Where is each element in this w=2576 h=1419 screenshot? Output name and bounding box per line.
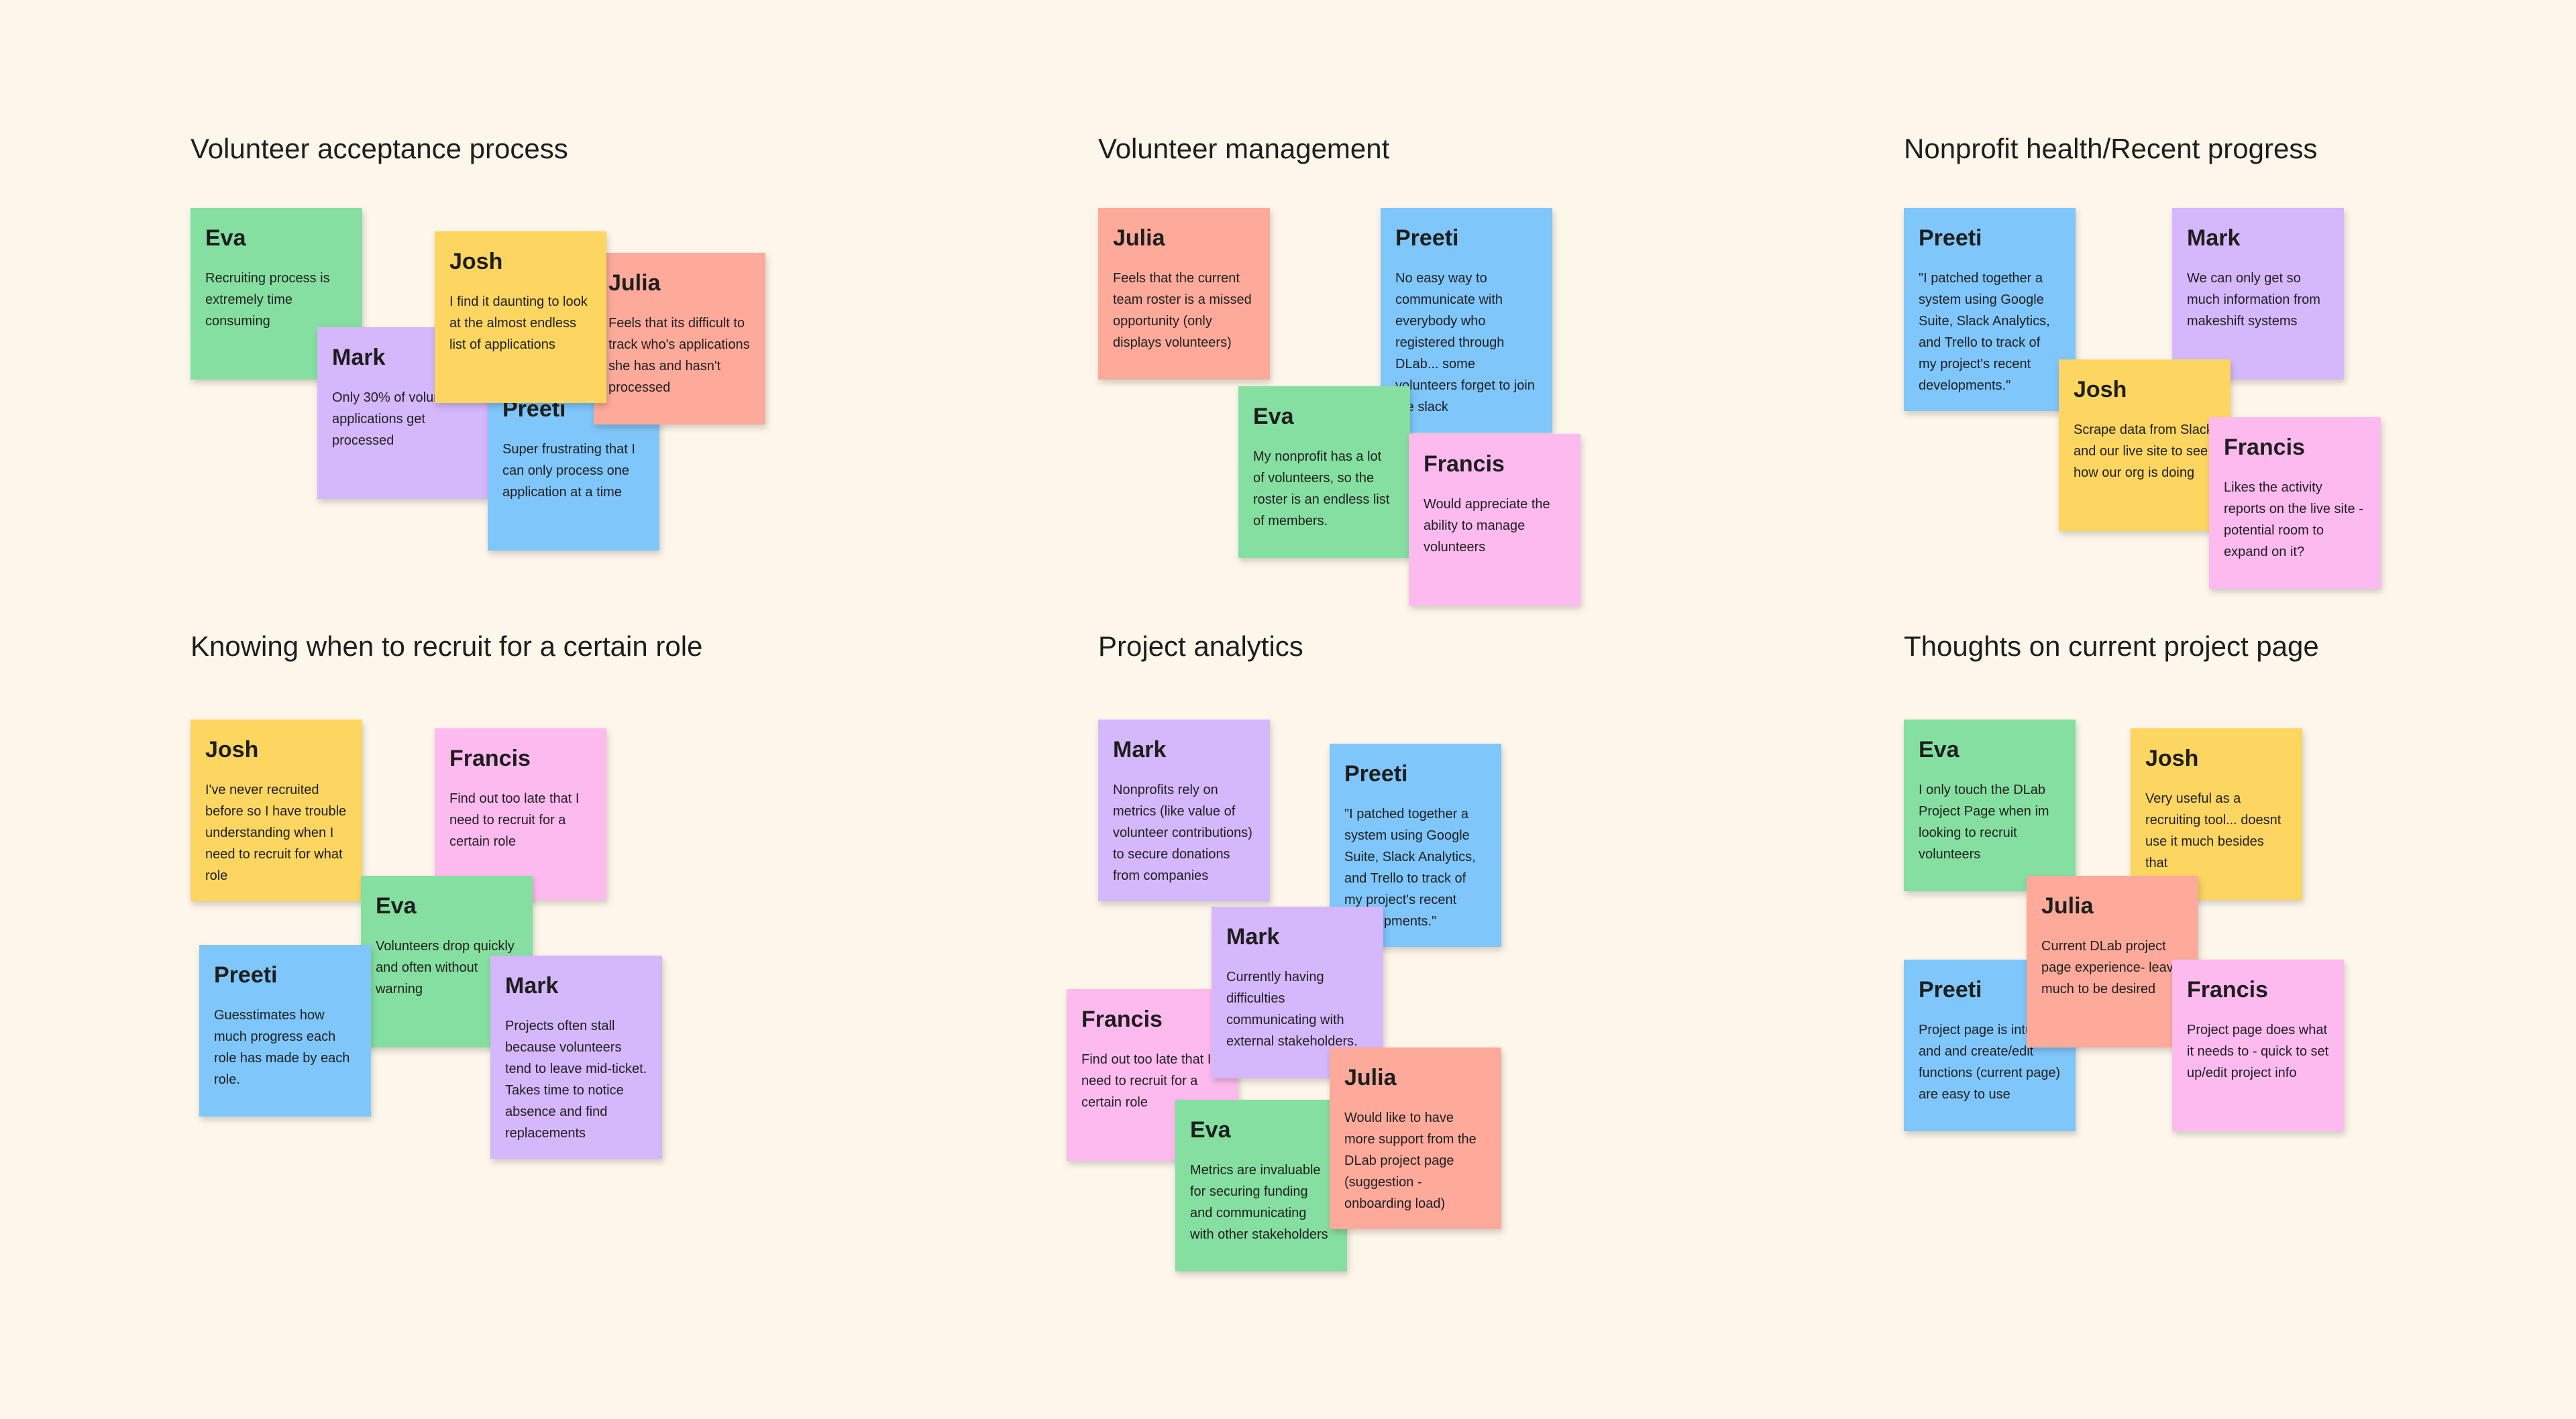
note-author: Eva: [1919, 737, 1960, 762]
note-text: Currently having difficulties communicat…: [1226, 970, 1358, 1049]
note-author: Eva: [376, 893, 417, 919]
note-author: Eva: [1253, 404, 1294, 429]
sticky-note-francis[interactable]: Francis Find out too late that I need to…: [1067, 989, 1238, 1161]
sticky-note-mark[interactable]: Mark Nonprofits rely on metrics (like va…: [1098, 720, 1270, 901]
note-text: Current DLab project page experience- le…: [2041, 939, 2181, 997]
note-author: Francis: [449, 746, 531, 771]
note-author: Francis: [2187, 977, 2268, 1003]
sticky-note-julia[interactable]: Julia Feels that its difficult to track …: [594, 253, 765, 424]
note-author: Preeti: [1344, 761, 1408, 787]
note-text: Feels that the current team roster is a …: [1113, 271, 1252, 350]
note-text: Nonprofits rely on metrics (like value o…: [1113, 783, 1252, 883]
sticky-note-preeti[interactable]: Preeti "I patched together a system usin…: [1330, 744, 1501, 947]
note-text: No easy way to communicate with everybod…: [1395, 271, 1535, 414]
cluster-title: Thoughts on current project page: [1904, 630, 2319, 662]
sticky-note-josh[interactable]: Josh I find it daunting to look at the a…: [435, 231, 606, 403]
note-author: Josh: [449, 249, 503, 274]
note-author: Josh: [2145, 746, 2199, 771]
sticky-note-julia[interactable]: Julia Feels that the current team roster…: [1098, 208, 1270, 380]
note-author: Mark: [1226, 924, 1280, 950]
sticky-note-preeti[interactable]: Preeti Guesstimates how much progress ea…: [199, 945, 371, 1117]
sticky-note-francis[interactable]: Francis Likes the activity reports on th…: [2209, 417, 2381, 589]
sticky-note-francis[interactable]: Francis Would appreciate the ability to …: [1409, 434, 1580, 606]
note-text: I've never recruited before so I have tr…: [205, 783, 347, 883]
sticky-note-josh[interactable]: Josh Scrape data from Slack and our live…: [2059, 359, 2231, 531]
sticky-note-francis[interactable]: Francis Find out too late that I need to…: [435, 728, 606, 900]
note-text: I find it daunting to look at the almost…: [449, 294, 588, 352]
note-author: Mark: [1113, 737, 1167, 762]
note-text: Projects often stall because volunteers …: [505, 1019, 647, 1141]
note-text: Super frustrating that I can only proces…: [502, 442, 635, 500]
note-text: Volunteers drop quickly and often withou…: [376, 939, 515, 997]
note-text: Find out too late that I need to recruit…: [1081, 1052, 1212, 1110]
note-text: Only 30% of volunteer applications get p…: [332, 390, 464, 448]
note-text: Scrape data from Slack and our live site…: [2074, 422, 2213, 480]
note-author: Josh: [205, 737, 259, 762]
note-author: Francis: [1424, 451, 1505, 477]
note-text: Would appreciate the ability to manage v…: [1424, 497, 1550, 555]
note-text: We can only get so much information from…: [2187, 271, 2320, 329]
sticky-note-eva[interactable]: Eva Recruiting process is extremely time…: [191, 208, 362, 380]
note-author: Francis: [1081, 1007, 1163, 1032]
cluster-title: Knowing when to recruit for a certain ro…: [191, 630, 703, 662]
note-text: "I patched together a system using Googl…: [1919, 271, 2050, 393]
note-author: Mark: [505, 973, 559, 999]
note-author: Mark: [332, 345, 386, 370]
sticky-note-julia[interactable]: Julia Would like to have more support fr…: [1330, 1047, 1501, 1229]
note-author: Eva: [1190, 1117, 1231, 1143]
note-text: I only touch the DLab Project Page when …: [1919, 783, 2049, 862]
sticky-note-preeti[interactable]: Preeti "I patched together a system usin…: [1904, 208, 2076, 411]
cluster-title: Project analytics: [1098, 630, 1303, 662]
note-text: Guesstimates how much progress each role…: [214, 1008, 350, 1087]
note-text: Feels that its difficult to track who's …: [608, 316, 750, 395]
note-text: Project page does what it needs to - qui…: [2187, 1023, 2329, 1080]
note-author: Julia: [608, 270, 661, 296]
note-author: Preeti: [1919, 977, 1982, 1003]
note-text: Recruiting process is extremely time con…: [205, 271, 330, 329]
sticky-note-josh[interactable]: Josh I've never recruited before so I ha…: [191, 720, 362, 901]
note-text: Find out too late that I need to recruit…: [449, 791, 580, 849]
note-author: Eva: [205, 225, 246, 251]
note-text: Would like to have more support from the…: [1344, 1111, 1477, 1211]
cluster-title: Nonprofit health/Recent progress: [1904, 133, 2318, 164]
note-text: Likes the activity reports on the live s…: [2224, 480, 2363, 559]
note-author: Preeti: [214, 962, 278, 988]
note-text: Project page is intuitive and and create…: [1919, 1023, 2061, 1102]
sticky-note-eva[interactable]: Eva My nonprofit has a lot of volunteers…: [1238, 386, 1410, 558]
note-author: Josh: [2074, 377, 2127, 402]
sticky-note-mark[interactable]: Mark We can only get so much information…: [2172, 208, 2344, 380]
note-author: Preeti: [1395, 225, 1459, 251]
note-author: Mark: [2187, 225, 2241, 251]
cluster-title: Volunteer management: [1098, 133, 1390, 164]
sticky-note-josh[interactable]: Josh Very useful as a recruiting tool...…: [2131, 728, 2302, 900]
note-author: Preeti: [1919, 225, 1982, 251]
sticky-note-francis[interactable]: Francis Project page does what it needs …: [2172, 960, 2344, 1131]
sticky-note-julia[interactable]: Julia Current DLab project page experien…: [2027, 876, 2198, 1047]
cluster-title: Volunteer acceptance process: [191, 133, 568, 164]
sticky-note-eva[interactable]: Eva Metrics are invaluable for securing …: [1175, 1100, 1347, 1271]
sticky-note-eva[interactable]: Eva I only touch the DLab Project Page w…: [1904, 720, 2076, 891]
sticky-note-mark[interactable]: Mark Projects often stall because volunt…: [490, 956, 662, 1159]
note-author: Francis: [2224, 435, 2305, 460]
note-author: Julia: [2041, 893, 2094, 919]
sticky-note-preeti[interactable]: Preeti No easy way to communicate with e…: [1381, 208, 1552, 433]
note-author: Julia: [1344, 1065, 1397, 1090]
note-text: My nonprofit has a lot of volunteers, so…: [1253, 449, 1390, 528]
note-text: Metrics are invaluable for securing fund…: [1190, 1163, 1328, 1242]
note-text: Very useful as a recruiting tool... does…: [2145, 791, 2282, 870]
note-author: Julia: [1113, 225, 1165, 251]
